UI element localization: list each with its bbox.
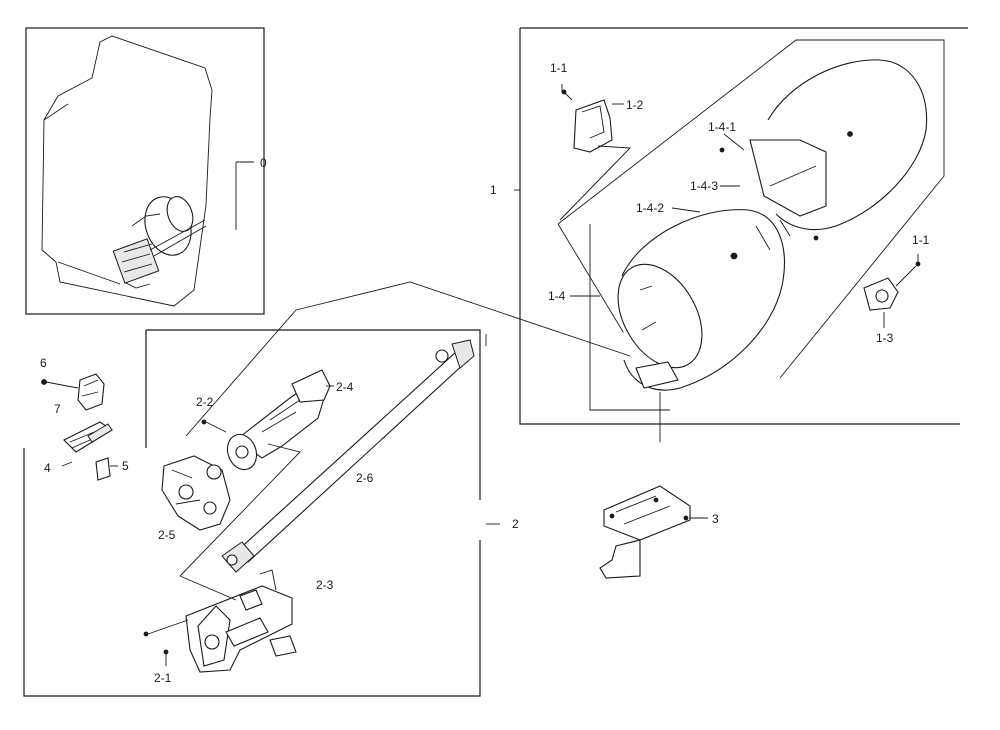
group-0-box <box>25 27 265 315</box>
callout-1-4-3: 1-4-3 <box>690 179 718 193</box>
callout-3: 3 <box>712 512 719 526</box>
callout-1-1-top: 1-1 <box>550 61 568 75</box>
callout-2-6: 2-6 <box>356 471 374 485</box>
callout-0: 0 <box>260 156 267 170</box>
callout-6: 6 <box>40 356 47 370</box>
callout-1-4-2: 1-4-2 <box>636 201 664 215</box>
callout-2: 2 <box>512 517 519 531</box>
callout-1-1-right: 1-1 <box>912 233 930 247</box>
callout-2-4: 2-4 <box>336 380 354 394</box>
callout-5: 5 <box>122 459 129 473</box>
callout-1-4-1: 1-4-1 <box>708 120 736 134</box>
callout-2-3: 2-3 <box>316 578 334 592</box>
callout-1-2: 1-2 <box>626 98 644 112</box>
callout-2-5: 2-5 <box>158 528 176 542</box>
callout-1: 1 <box>490 183 497 197</box>
callout-2-2: 2-2 <box>196 395 214 409</box>
callout-1-4: 1-4 <box>548 289 566 303</box>
small-parts-4-7 <box>41 373 118 481</box>
group-1-box <box>295 27 968 442</box>
motor-assembly-sketch <box>112 196 207 289</box>
callout-4: 4 <box>44 461 51 475</box>
callout-7: 7 <box>54 402 61 416</box>
group-2-box <box>23 309 500 697</box>
group-3-bracket <box>599 485 708 579</box>
callout-2-1: 2-1 <box>154 671 172 685</box>
callout-1-3: 1-3 <box>876 331 894 345</box>
